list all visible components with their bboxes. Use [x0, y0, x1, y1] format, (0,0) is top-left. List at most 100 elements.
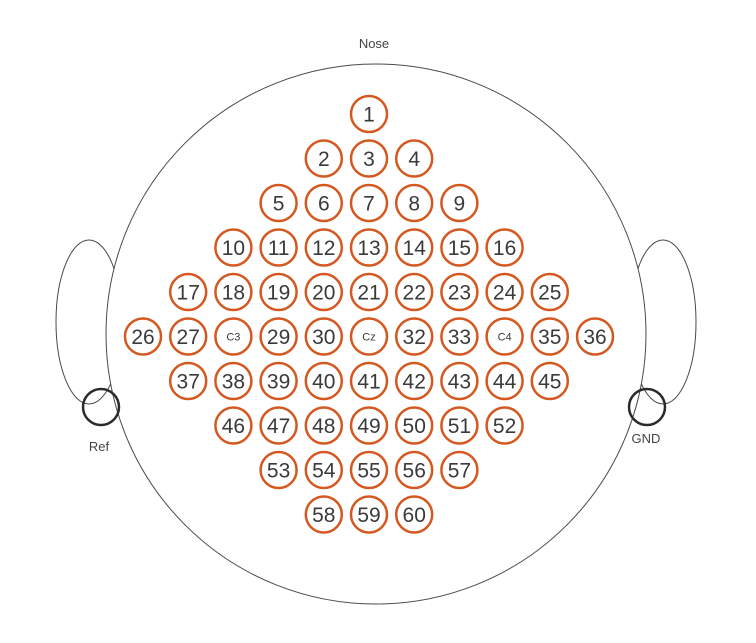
electrode-ring: [304, 317, 344, 356]
electrode-50: 50: [394, 406, 434, 445]
electrode-ring: [394, 139, 434, 178]
electrode-35: 35: [530, 317, 570, 356]
electrode-47: 47: [259, 406, 298, 445]
electrode-5: 5: [259, 183, 298, 223]
electrode-ring: [304, 228, 344, 267]
electrode-ring: [214, 317, 253, 356]
electrode-label: 54: [312, 460, 336, 483]
electrode-3: 3: [349, 139, 389, 178]
electrode-label: 32: [403, 326, 426, 349]
electrode-label: 20: [312, 282, 335, 305]
electrode-ring: [214, 406, 253, 445]
electrode-ring: [440, 450, 479, 490]
electrode-label: 25: [538, 282, 561, 305]
electrode-ring: [349, 450, 389, 490]
electrode-ring: [259, 183, 298, 223]
electrode-32: 32: [394, 317, 434, 356]
electrode-18: 18: [214, 272, 253, 312]
electrode-23: 23: [440, 272, 479, 312]
electrode-ring: [304, 272, 344, 312]
electrode-14: 14: [394, 228, 434, 267]
electrode-label: 60: [403, 504, 426, 527]
electrode-label: 42: [403, 371, 426, 394]
electrode-40: 40: [304, 361, 344, 401]
electrode-label: 19: [267, 282, 290, 305]
electrode-label: 6: [318, 193, 330, 216]
electrode-ring: [349, 406, 389, 445]
electrode-ring: [259, 228, 298, 267]
electrode-51: 51: [440, 406, 479, 445]
electrode-45: 45: [530, 361, 570, 401]
electrode-label: 36: [583, 326, 606, 349]
electrode-26: 26: [123, 317, 163, 356]
electrode-53: 53: [259, 450, 298, 490]
electrode-57: 57: [440, 450, 479, 490]
electrode-43: 43: [440, 361, 479, 401]
electrode-27: 27: [168, 317, 208, 356]
electrode-label: 47: [267, 415, 290, 438]
electrode-ring: [440, 228, 479, 267]
electrode-19: 19: [259, 272, 298, 312]
gnd-electrode: [627, 387, 667, 427]
electrode-42: 42: [394, 361, 434, 401]
electrode-ring: [485, 317, 524, 356]
electrode-label: 7: [363, 193, 375, 216]
electrode-label: 48: [312, 415, 335, 438]
electrode-ring: [349, 228, 389, 267]
electrode-label: 51: [448, 415, 471, 438]
electrode-ring: [530, 272, 570, 312]
electrode-label: 8: [408, 193, 420, 216]
electrode-ring: [214, 361, 253, 401]
electrode-ring: [349, 272, 389, 312]
ref-electrode: [81, 387, 121, 427]
electrode-ring: [394, 361, 434, 401]
electrode-21: 21: [349, 272, 389, 312]
electrode-label: 46: [222, 415, 245, 438]
electrode-17: 17: [168, 272, 208, 312]
electrode-ring: [440, 406, 479, 445]
electrode-ring: [259, 450, 298, 490]
electrode-label: 37: [177, 371, 200, 394]
electrode-39: 39: [259, 361, 298, 401]
electrode-label: 11: [268, 237, 290, 260]
electrode-16: 16: [485, 228, 524, 267]
electrode-ring: [394, 228, 434, 267]
electrode-9: 9: [440, 183, 479, 223]
electrode-c3: C3: [214, 317, 253, 356]
electrode-59: 59: [349, 495, 389, 534]
electrode-ring: [349, 94, 389, 134]
electrode-label: 41: [357, 371, 380, 394]
electrode-ring: [349, 495, 389, 534]
electrode-38: 38: [214, 361, 253, 401]
electrode-56: 56: [394, 450, 434, 490]
electrode-ring: [168, 361, 208, 401]
electrode-ring: [259, 272, 298, 312]
electrode-54: 54: [304, 450, 344, 490]
electrode-ring: [394, 495, 434, 534]
electrode-60: 60: [394, 495, 434, 534]
electrode-ring: [440, 361, 479, 401]
electrode-12: 12: [304, 228, 344, 267]
electrode-label: 16: [493, 237, 516, 260]
electrode-label: 50: [403, 415, 426, 438]
electrode-22: 22: [394, 272, 434, 312]
electrode-4: 4: [394, 139, 434, 178]
electrode-46: 46: [214, 406, 253, 445]
electrode-ring: [304, 183, 344, 223]
electrode-ring: [485, 272, 524, 312]
electrode-ring: [259, 406, 298, 445]
electrode-c4: C4: [485, 317, 524, 356]
electrode-label: 26: [131, 326, 154, 349]
electrode-ring: [168, 272, 208, 312]
electrode-label: 4: [408, 148, 420, 171]
electrode-label: 27: [177, 326, 200, 349]
electrode-ring: [394, 183, 434, 223]
electrode-ring: [259, 317, 298, 356]
electrode-ring: [440, 272, 479, 312]
electrode-ring: [304, 450, 344, 490]
electrode-52: 52: [485, 406, 524, 445]
electrode-ring: [168, 317, 208, 356]
